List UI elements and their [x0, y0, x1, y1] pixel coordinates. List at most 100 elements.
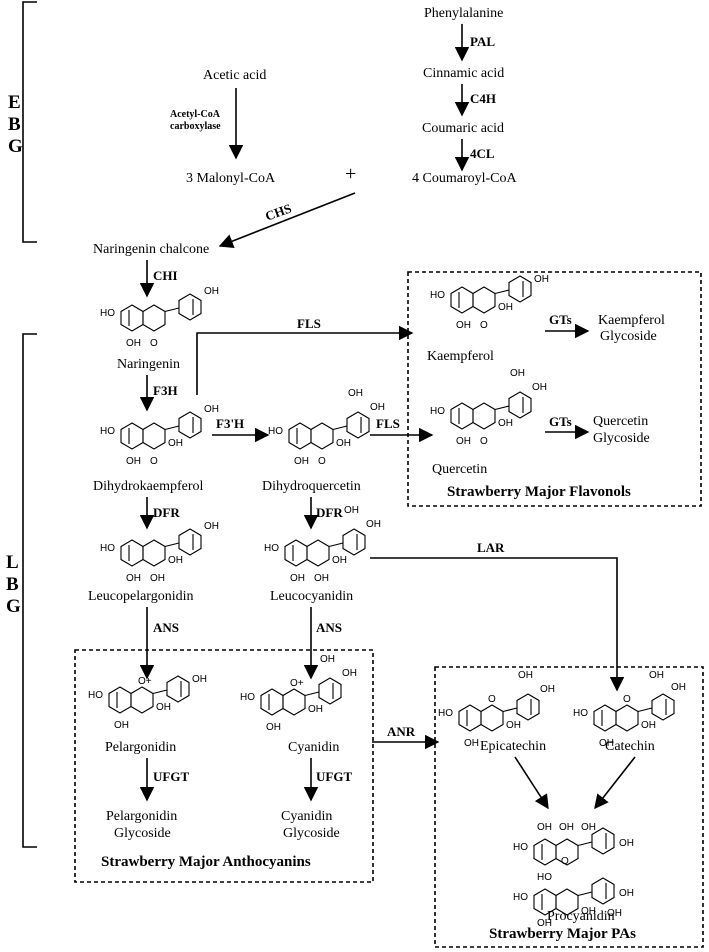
dihydroquercetin-structure: HO OH O OH OH OH: [268, 388, 385, 467]
lbg-letter-l: L: [6, 552, 19, 573]
pelargonidin-label: Pelargonidin: [105, 740, 176, 755]
svg-text:HO: HO: [264, 543, 279, 554]
quercetin-structure: HO OH O OH OH OH: [430, 368, 547, 447]
svg-text:OH: OH: [114, 720, 129, 731]
svg-text:HO: HO: [100, 426, 115, 437]
svg-text:HO: HO: [240, 692, 255, 703]
cyanidin-label: Cyanidin: [288, 740, 339, 755]
svg-text:OH: OH: [314, 573, 329, 584]
malonyl-coa-label: 3 Malonyl-CoA: [186, 171, 276, 186]
svg-text:OH: OH: [348, 388, 363, 399]
leucopelargonidin-structure: HO OH OH OH OH: [100, 521, 219, 584]
naringenin-structure: HO OH O OH: [100, 286, 219, 349]
leucopelargonidin-label: Leucopelargonidin: [88, 589, 194, 604]
catechin-to-procyanidin-arrow: [594, 756, 636, 810]
svg-text:OH: OH: [537, 822, 552, 833]
svg-text:OH: OH: [534, 274, 549, 285]
ufgt-label-1: UFGT: [153, 769, 189, 784]
svg-text:OH: OH: [456, 320, 471, 331]
svg-text:OH: OH: [518, 670, 533, 681]
pal-label: PAL: [470, 34, 495, 49]
svg-text:OH: OH: [168, 555, 183, 566]
catechin-label: Catechin: [605, 739, 655, 754]
lar-label: LAR: [477, 540, 505, 555]
naringenin-chalcone-label: Naringenin chalcone: [93, 242, 209, 257]
kaempferol-label: Kaempferol: [427, 349, 494, 364]
svg-text:OH: OH: [456, 436, 471, 447]
pelargonidin-glycoside-line2: Glycoside: [114, 826, 171, 841]
svg-text:O: O: [318, 456, 326, 467]
kaempferol-structure: HO OH O OH OH: [430, 274, 549, 331]
svg-text:OH: OH: [649, 670, 664, 681]
svg-text:OH: OH: [619, 888, 634, 899]
gts-label-2: GTs: [549, 414, 572, 429]
svg-text:OH: OH: [156, 702, 171, 713]
svg-text:OH: OH: [540, 684, 555, 695]
svg-text:OH: OH: [581, 906, 596, 917]
fls-label-1: FLS: [297, 316, 321, 331]
svg-text:OH: OH: [607, 908, 622, 919]
svg-text:OH: OH: [294, 456, 309, 467]
coumaric-acid-label: Coumaric acid: [422, 121, 504, 136]
dihydrokaempferol-label: Dihydrokaempferol: [93, 479, 204, 494]
pas-box: [434, 666, 704, 948]
fls-arrow-1: [196, 325, 414, 395]
svg-text:OH: OH: [336, 438, 351, 449]
svg-text:O+: O+: [290, 678, 304, 689]
dihydrokaempferol-structure: HO OH O OH OH: [100, 404, 219, 467]
acc-label-line1: Acetyl-CoA: [170, 109, 221, 120]
f3prime-h-label: F3'H: [216, 416, 244, 431]
svg-text:OH: OH: [537, 918, 552, 929]
procyanidin-lower-unit: HO OH HO OH OH OH: [513, 872, 634, 929]
svg-text:OH: OH: [342, 668, 357, 679]
svg-text:OH: OH: [332, 555, 347, 566]
coumaroyl-coa-label: 4 Coumaroyl-CoA: [412, 171, 517, 186]
svg-text:OH: OH: [204, 404, 219, 415]
svg-text:HO: HO: [537, 872, 552, 883]
cinnamic-acid-label: Cinnamic acid: [423, 66, 504, 81]
chs-arrow: [218, 192, 356, 248]
svg-text:HO: HO: [573, 708, 588, 719]
svg-text:OH: OH: [204, 286, 219, 297]
pelargonidin-structure: HO OH O+ OH OH: [88, 674, 207, 731]
catechin-structure: HO OH O OH OH OH: [573, 670, 686, 749]
svg-text:HO: HO: [438, 708, 453, 719]
c4h-label: C4H: [470, 91, 496, 106]
4cl-label: 4CL: [470, 146, 495, 161]
svg-text:OH: OH: [308, 704, 323, 715]
quercetin-glycoside-line2: Glycoside: [593, 431, 650, 446]
svg-text:OH: OH: [192, 674, 207, 685]
svg-text:OH: OH: [204, 521, 219, 532]
cyanidin-glycoside-line2: Glycoside: [283, 826, 340, 841]
procyanidin-label: Procyanidin: [547, 909, 615, 924]
ebg-letter-g: G: [8, 136, 23, 157]
svg-text:OH: OH: [126, 338, 141, 349]
svg-text:O: O: [623, 694, 631, 705]
lbg-letter-b: B: [6, 574, 19, 595]
svg-text:O: O: [561, 856, 569, 867]
svg-text:OH: OH: [510, 368, 525, 379]
anr-label: ANR: [387, 724, 416, 739]
chs-label: CHS: [263, 200, 293, 223]
svg-text:OH: OH: [532, 382, 547, 393]
svg-text:OH: OH: [506, 720, 521, 731]
kaempferol-glycoside-line1: Kaempferol: [598, 313, 665, 328]
pelargonidin-glycoside-line1: Pelargonidin: [106, 809, 177, 824]
svg-text:OH: OH: [168, 438, 183, 449]
svg-text:OH: OH: [366, 519, 381, 530]
epicatechin-to-procyanidin-arrow: [514, 756, 549, 810]
plus-sign: +: [345, 163, 356, 185]
dihydroquercetin-label: Dihydroquercetin: [262, 479, 361, 494]
svg-text:HO: HO: [430, 290, 445, 301]
dfr-label-1: DFR: [153, 505, 180, 520]
svg-text:O: O: [480, 320, 488, 331]
epicatechin-label: Epicatechin: [480, 739, 546, 754]
lbg-letter-g: G: [6, 596, 21, 617]
ebg-letter-e: E: [8, 92, 21, 113]
chi-label: CHI: [153, 268, 178, 283]
quercetin-label: Quercetin: [432, 462, 487, 477]
svg-text:OH: OH: [126, 573, 141, 584]
quercetin-glycoside-line1: Quercetin: [593, 414, 648, 429]
anthocyanins-box-title: Strawberry Major Anthocyanins: [101, 854, 311, 870]
svg-text:OH: OH: [581, 822, 596, 833]
